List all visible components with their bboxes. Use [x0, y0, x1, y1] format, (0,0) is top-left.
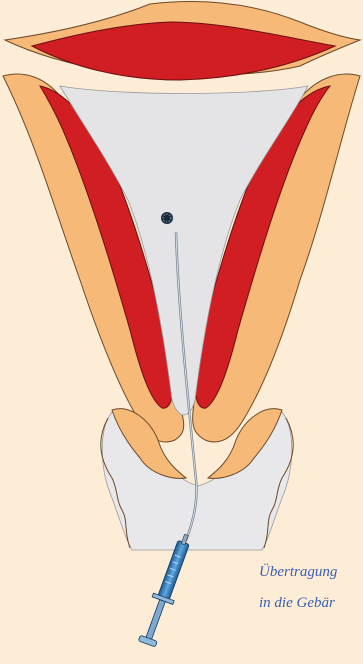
caption-line-1: Übertragung	[259, 564, 337, 581]
embryo-icon	[161, 212, 173, 224]
caption-line-2: in die Gebär	[259, 595, 335, 612]
uterine-fundus	[5, 1, 360, 80]
